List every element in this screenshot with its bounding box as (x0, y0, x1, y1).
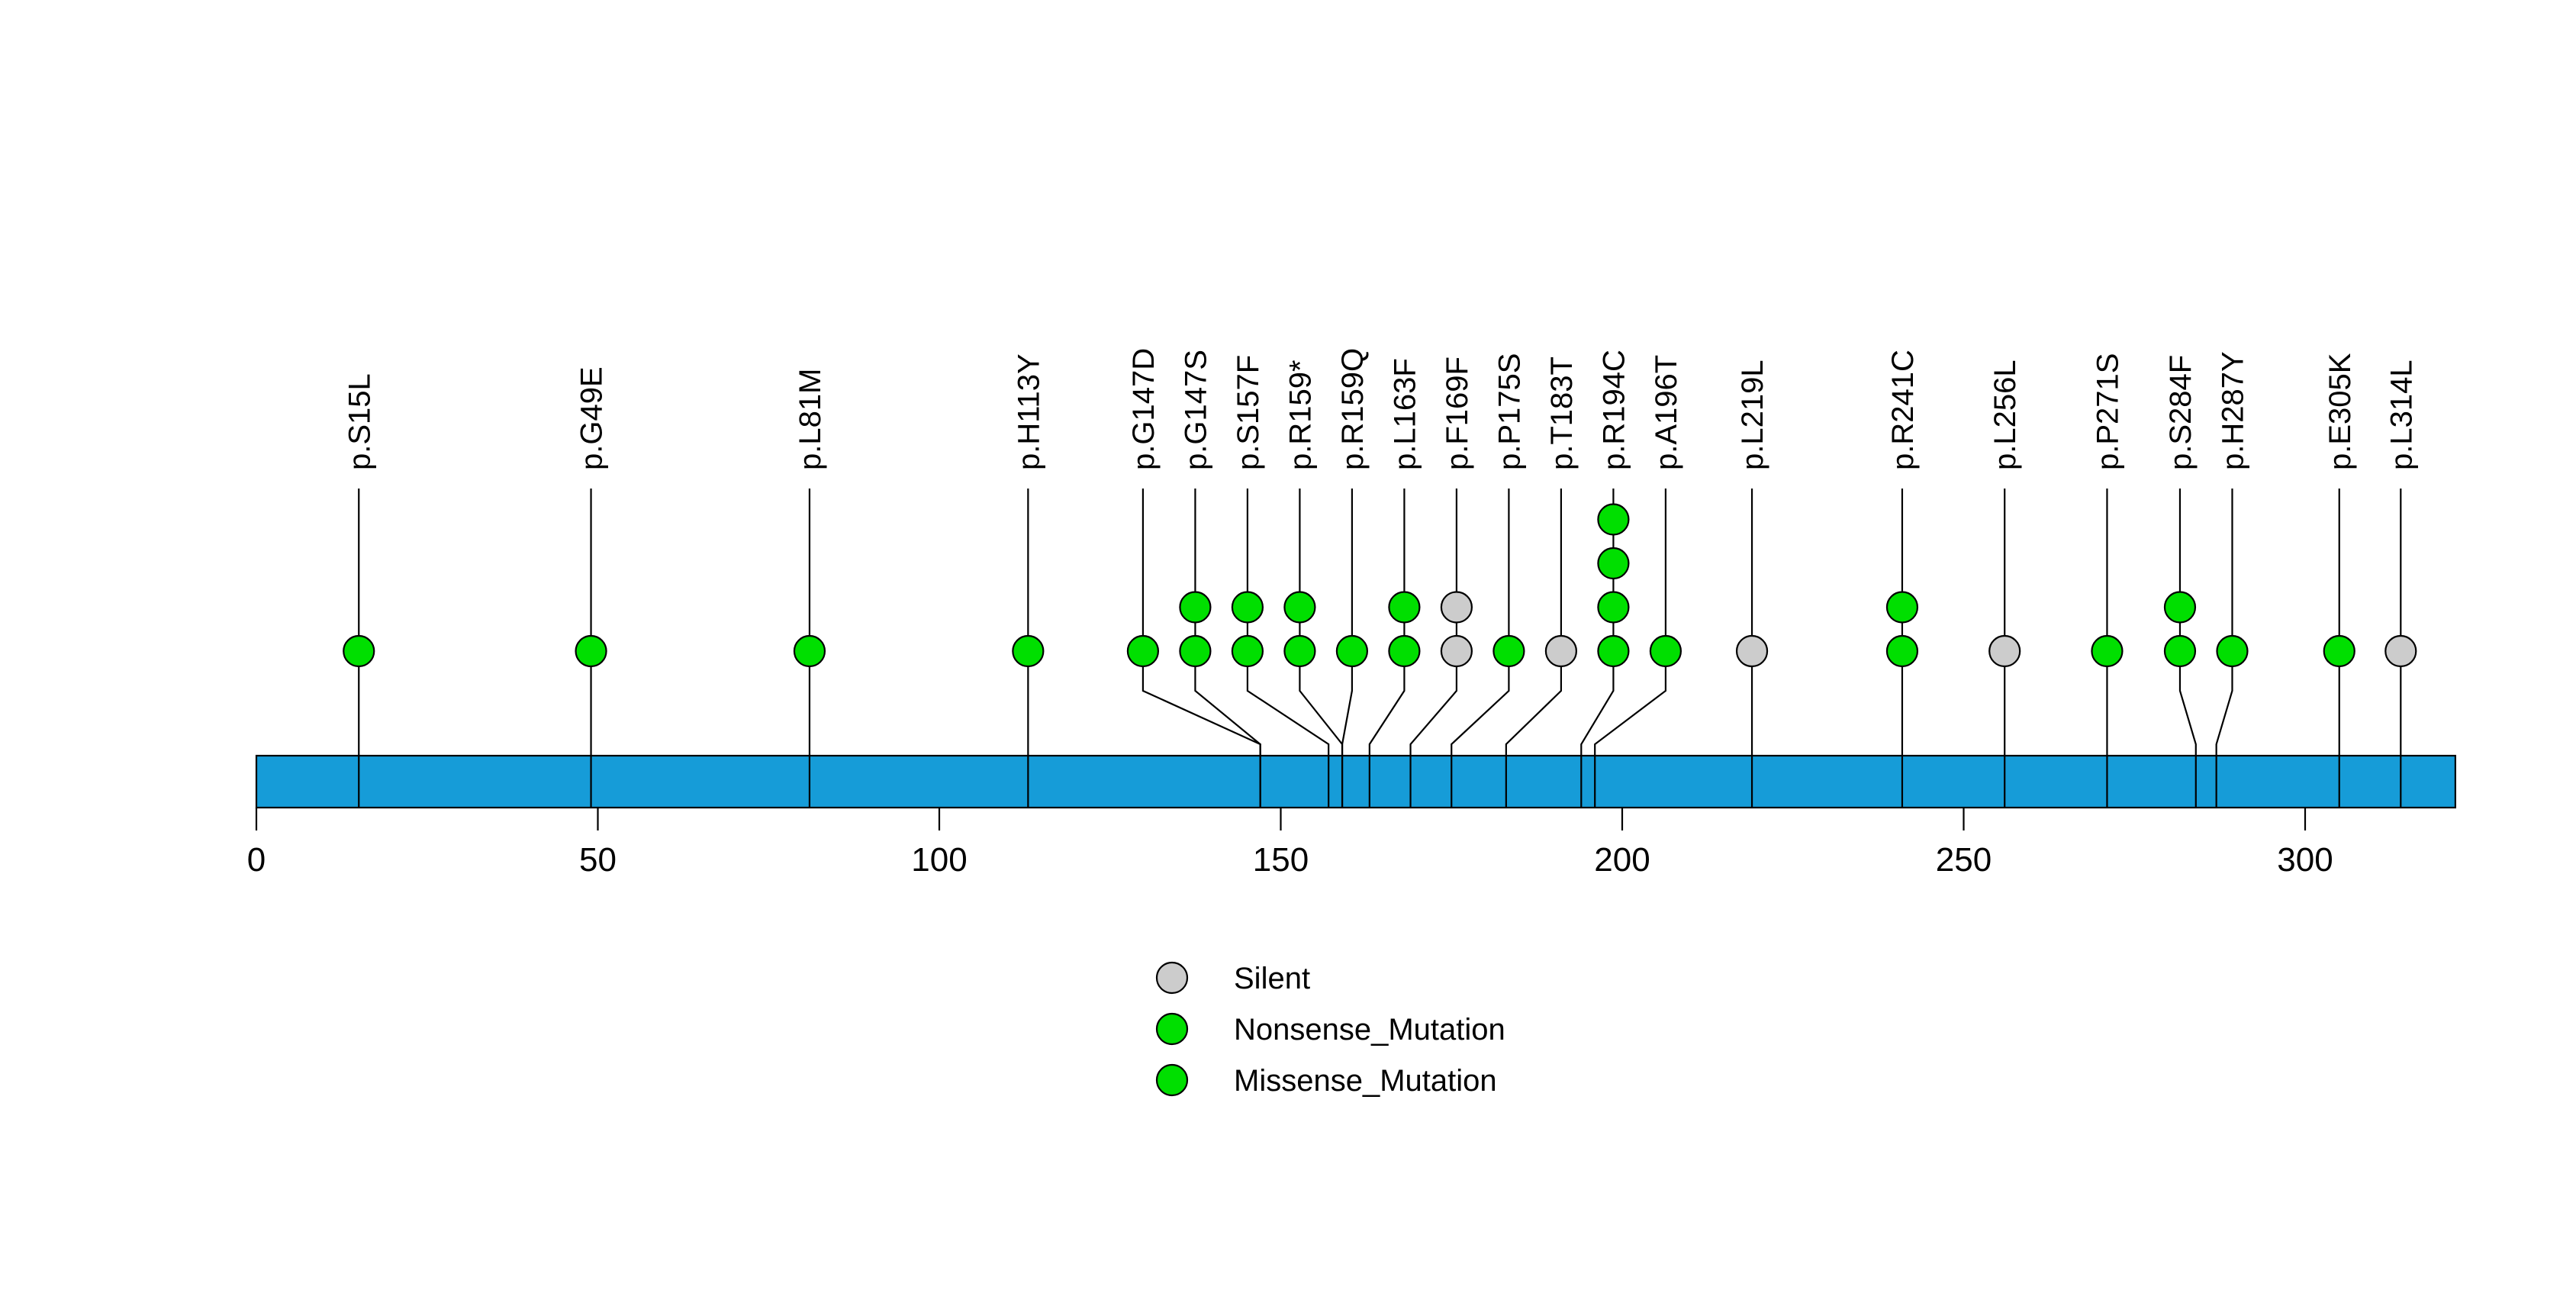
mutation-label: p.P175S (1492, 353, 1526, 470)
mutation-circle-missense_mutation (2163, 591, 2197, 624)
mutation-label: p.A196T (1650, 355, 1683, 470)
mutation-circle-missense_mutation (1597, 547, 1630, 580)
mutation-label: p.L219L (1736, 360, 1769, 470)
mutation-label: p.L81M (794, 369, 827, 470)
mutation-circle-missense_mutation (793, 634, 826, 668)
mutation-label: p.P271S (2091, 353, 2124, 470)
mutation-circle-missense_mutation (2216, 634, 2249, 668)
protein-bar (255, 754, 2456, 809)
mutation-circle-silent (1440, 634, 1473, 668)
legend-swatch-silent (1155, 961, 1189, 995)
legend-label: Nonsense_Mutation (1234, 1013, 1505, 1047)
mutation-label: p.R241C (1886, 350, 1920, 470)
mutation-circle-missense_mutation (1012, 634, 1045, 668)
mutation-circle-missense_mutation (1388, 591, 1421, 624)
mutation-circle-missense_mutation (1597, 503, 1630, 536)
mutation-circle-missense_mutation (1126, 634, 1160, 668)
mutation-stem (1246, 489, 1330, 808)
mutation-stem (1368, 489, 1406, 808)
mutation-circle-missense_mutation (343, 634, 375, 668)
mutation-circle-missense_mutation (2091, 634, 2124, 668)
legend-swatch-missense_mutation (1155, 1063, 1189, 1097)
mutation-circle-missense_mutation (1649, 634, 1682, 668)
legend-label: Silent (1234, 962, 1310, 995)
mutation-circle-nonsense_mutation (1283, 591, 1316, 624)
x-axis-tick-label: 100 (911, 841, 967, 879)
mutation-label: p.L256L (1988, 360, 2022, 470)
mutation-stem (1451, 489, 1510, 808)
mutation-circle-missense_mutation (1597, 634, 1630, 668)
mutation-circle-missense_mutation (1179, 634, 1212, 668)
mutation-label: p.H287Y (2216, 351, 2249, 470)
mutation-circle-missense_mutation (1179, 591, 1212, 624)
mutation-circle-silent (1735, 634, 1769, 668)
mutation-label: p.L314L (2384, 360, 2418, 470)
x-axis-tick-label: 300 (2277, 841, 2333, 879)
mutation-circle-missense_mutation (1885, 591, 1919, 624)
x-axis-tick-label: 200 (1594, 841, 1650, 879)
mutation-label: p.S284F (2164, 355, 2198, 470)
mutation-circle-silent (2384, 634, 2417, 668)
mutation-circle-missense_mutation (2323, 634, 2355, 668)
mutation-stem (2215, 489, 2233, 808)
mutation-label: p.G147D (1127, 348, 1161, 470)
mutation-circle-missense_mutation (575, 634, 607, 668)
mutation-circle-silent (1440, 591, 1473, 624)
x-axis-tick-label: 250 (1936, 841, 1992, 879)
legend-label: Missense_Mutation (1234, 1064, 1497, 1098)
mutation-circle-missense_mutation (1335, 634, 1369, 668)
mutation-label: p.G147S (1179, 350, 1212, 470)
x-axis-tick-label: 50 (579, 841, 617, 879)
mutation-circle-missense_mutation (1388, 634, 1421, 668)
mutation-label: p.R194C (1597, 350, 1631, 470)
mutation-label: p.E305K (2323, 353, 2357, 470)
mutation-circle-missense_mutation (1492, 634, 1525, 668)
legend-swatch-nonsense_mutation (1155, 1012, 1189, 1046)
mutation-circle-missense_mutation (1885, 634, 1919, 668)
mutation-stem (1409, 489, 1458, 808)
x-axis-tick-label: 0 (247, 841, 266, 879)
mutation-stem (1580, 489, 1615, 808)
mutation-label: p.G49E (575, 366, 609, 470)
mutation-circle-missense_mutation (1231, 634, 1264, 668)
mutation-label: p.H113Y (1012, 353, 1045, 470)
mutation-label: p.T183T (1545, 356, 1579, 470)
mutation-label: p.L163F (1388, 358, 1422, 470)
mutation-stem (1594, 489, 1667, 808)
mutation-circle-missense_mutation (1597, 591, 1630, 624)
mutation-circle-silent (1988, 634, 2021, 668)
mutation-stem (1194, 489, 1261, 808)
mutation-stem (1341, 489, 1354, 808)
mutation-label: p.R159Q (1336, 348, 1370, 470)
mutation-label: p.S157F (1232, 355, 1265, 470)
mutation-stem (2178, 489, 2197, 808)
mutation-circle-missense_mutation (2163, 634, 2197, 668)
mutation-circle-missense_mutation (1231, 591, 1264, 624)
mutation-label: p.S15L (343, 373, 376, 470)
mutation-label: p.R159* (1283, 360, 1317, 470)
mutation-label: p.F169F (1441, 356, 1474, 470)
mutation-circle-silent (1544, 634, 1578, 668)
mutation-stem (1505, 489, 1563, 808)
mutation-circle-nonsense_mutation (1283, 634, 1316, 668)
x-axis-tick-label: 150 (1253, 841, 1309, 879)
